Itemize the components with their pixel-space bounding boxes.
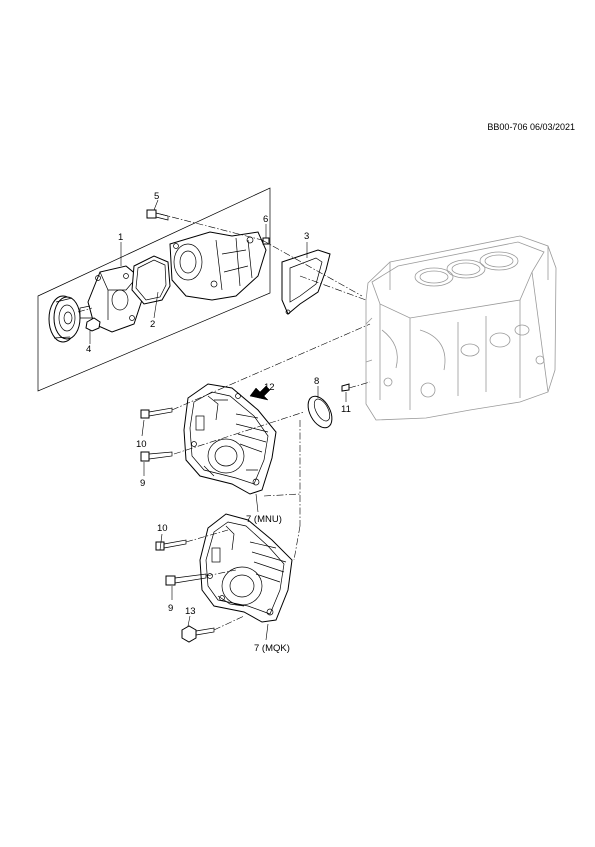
water-pump-gasket xyxy=(131,255,171,305)
callout-9-lower: 9 xyxy=(168,603,173,614)
crankshaft-seal xyxy=(307,395,333,429)
callout-10-lower: 10 xyxy=(157,523,168,534)
callout-8: 8 xyxy=(314,376,319,387)
water-pump-housing xyxy=(169,231,267,301)
bolt-11 xyxy=(341,383,350,392)
callout-5: 5 xyxy=(154,191,159,202)
front-indicator-arrow xyxy=(249,385,271,401)
callout-11: 11 xyxy=(341,404,351,415)
callout-10-upper: 10 xyxy=(136,439,147,450)
callout-7-mnu: 7 (MNU) xyxy=(246,514,282,525)
bolt-13 xyxy=(181,625,215,643)
nut-4 xyxy=(85,317,101,332)
bolt-9-upper xyxy=(140,451,173,462)
callout-13: 13 xyxy=(185,606,196,617)
callout-9-upper: 9 xyxy=(140,478,145,489)
diagram-reference-code: BB00-706 06/03/2021 xyxy=(487,122,575,132)
bolt-10-upper xyxy=(140,407,173,419)
callout-7-mqk: 7 (MQK) xyxy=(254,643,290,654)
callout-6: 6 xyxy=(263,214,268,225)
leader-lines xyxy=(89,199,347,641)
callout-12: 12 xyxy=(264,382,275,393)
callout-3: 3 xyxy=(304,231,309,242)
front-cover-mqk xyxy=(199,513,293,623)
front-cover-mnu xyxy=(183,383,277,495)
callout-4: 4 xyxy=(86,344,91,355)
water-pump-pulley xyxy=(48,295,81,343)
callout-1: 1 xyxy=(118,232,123,243)
assembly-lines xyxy=(77,213,371,631)
bolt-9-lower xyxy=(165,573,207,586)
pump-group-frame xyxy=(37,187,271,392)
engine-block xyxy=(365,235,557,421)
callout-2: 2 xyxy=(150,319,155,330)
housing-gasket xyxy=(281,249,331,315)
